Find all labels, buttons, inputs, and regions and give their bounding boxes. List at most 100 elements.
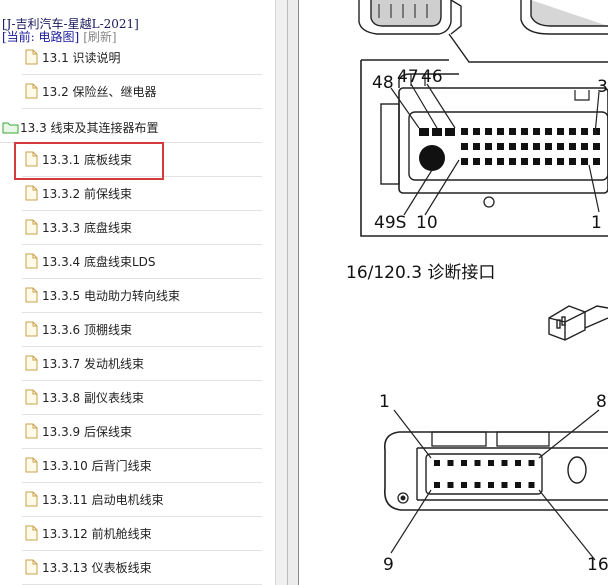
connector-pin xyxy=(509,158,516,165)
tree-doc-item[interactable]: 13.3.9 后保线束 xyxy=(22,415,262,449)
connector-pin xyxy=(521,143,528,150)
current-section: [当前: 电路图][刷新] xyxy=(2,28,117,45)
tree-item-label: 13.3.4 底盘线束LDS xyxy=(42,255,156,269)
connector-pin xyxy=(545,143,552,150)
connector-pin xyxy=(461,143,468,150)
document-icon xyxy=(25,151,38,171)
connector-pin xyxy=(461,128,468,135)
document-icon xyxy=(25,287,38,307)
tree-doc-item[interactable]: 13.3.1 底板线束 xyxy=(22,143,262,177)
connector-pin xyxy=(521,128,528,135)
tree-item-label: 13.3.11 启动电机线束 xyxy=(42,493,164,507)
pin-47 xyxy=(432,128,442,136)
sidebar-scrollbar[interactable] xyxy=(275,0,288,585)
tree-item-label: 13.3.5 电动助力转向线束 xyxy=(42,289,180,303)
tree-doc-item[interactable]: 13.3.11 启动电机线束 xyxy=(22,483,262,517)
pin-46 xyxy=(445,128,455,136)
label-pin-47: 47 xyxy=(397,67,419,87)
obd-pin xyxy=(488,482,494,488)
connector-pin xyxy=(557,128,564,135)
tree-doc-item[interactable]: 13.3.10 后背门线束 xyxy=(22,449,262,483)
obd-connector xyxy=(383,431,608,511)
tree-item-label: 13.3.10 后背门线束 xyxy=(42,459,152,473)
tree-doc-item[interactable]: 13.3.6 顶棚线束 xyxy=(22,313,262,347)
document-icon xyxy=(25,559,38,579)
connector-pin xyxy=(593,128,600,135)
pin-array xyxy=(461,128,600,165)
connector-pin xyxy=(497,143,504,150)
tree-doc-item[interactable]: 13.3.2 前保线束 xyxy=(22,177,262,211)
tree-doc-item[interactable]: 13.3.3 底盘线束 xyxy=(22,211,262,245)
label-obd-pin-9: 9 xyxy=(383,555,394,575)
tree-item-label: 13.3.9 后保线束 xyxy=(42,425,132,439)
connector-pin xyxy=(521,158,528,165)
document-icon xyxy=(25,49,38,69)
current-label: [当前: 电路图] xyxy=(2,30,80,44)
connector-pin xyxy=(485,158,492,165)
document-icon xyxy=(25,525,38,545)
label-pin-49s: 49S xyxy=(374,213,406,233)
tree-doc-item[interactable]: 13.3.7 发动机线束 xyxy=(22,347,262,381)
connector-pin xyxy=(545,128,552,135)
refresh-link[interactable]: [刷新] xyxy=(83,30,117,44)
connector-pin xyxy=(509,128,516,135)
tree-item-label: 13.3.3 底盘线束 xyxy=(42,221,132,235)
connector-pin xyxy=(509,143,516,150)
connector-pin xyxy=(485,143,492,150)
obd-pin xyxy=(488,460,494,466)
connector-pin xyxy=(581,128,588,135)
document-icon xyxy=(25,219,38,239)
connector-face xyxy=(380,73,608,208)
connector-pin xyxy=(497,158,504,165)
label-pin-48: 48 xyxy=(372,73,394,93)
tree-item-label: 13.3.13 仪表板线束 xyxy=(42,561,152,575)
obd-pin xyxy=(434,482,440,488)
connector-pin xyxy=(569,128,576,135)
tree-doc-item[interactable]: 13.3.8 副仪表线束 xyxy=(22,381,262,415)
tree-sidebar: [J-吉利汽车-星越L-2021] [当前: 电路图][刷新] 13.1 识读说… xyxy=(0,0,275,585)
obd-pin xyxy=(461,460,467,466)
obd-pin xyxy=(434,460,440,466)
obd-pin xyxy=(474,460,481,466)
tree-item-label: 13.3 线束及其连接器布置 xyxy=(20,121,159,135)
obd-pin-array xyxy=(434,460,535,488)
obd-pin xyxy=(515,482,521,488)
document-icon xyxy=(25,185,38,205)
obd-pin xyxy=(528,482,535,488)
label-obd-pin-8: 8 xyxy=(596,392,607,412)
tree-doc-item[interactable]: 13.2 保险丝、继电器 xyxy=(22,75,262,109)
tree-item-label: 13.1 识读说明 xyxy=(42,51,121,65)
connector-pin xyxy=(473,143,480,150)
obd-pin xyxy=(474,482,481,488)
label-pin-3: 3 xyxy=(597,77,608,97)
connector-pin xyxy=(533,128,540,135)
document-icon xyxy=(25,321,38,341)
tree-doc-item[interactable]: 13.3.4 底盘线束LDS xyxy=(22,245,262,279)
document-icon xyxy=(25,491,38,511)
obd-pin xyxy=(447,482,454,488)
label-pin-46: 46 xyxy=(421,67,443,87)
folder-open-icon xyxy=(2,119,19,138)
label-pin-1: 1 xyxy=(591,213,602,233)
tree-doc-item[interactable]: 13.1 识读说明 xyxy=(22,41,262,75)
tree-doc-item[interactable]: 13.3.12 前机舱线束 xyxy=(22,517,262,551)
document-icon xyxy=(25,83,38,103)
obd-pin xyxy=(501,460,508,466)
tree-folder-item[interactable]: 13.3 线束及其连接器布置 xyxy=(0,109,262,143)
pin-49s-large xyxy=(419,145,445,171)
connector-pin xyxy=(533,143,540,150)
connector-pin xyxy=(593,158,600,165)
tree-item-label: 13.3.8 副仪表线束 xyxy=(42,391,144,405)
connector-pin xyxy=(557,158,564,165)
label-obd-pin-1: 1 xyxy=(379,392,390,412)
connector-3d-left xyxy=(358,0,462,35)
detail-frame xyxy=(360,60,608,237)
tree-doc-item[interactable]: 13.3.13 仪表板线束 xyxy=(22,551,262,585)
connector-3d-right xyxy=(520,0,608,35)
vehicle-title: [J-吉利汽车-星越L-2021] xyxy=(2,17,139,31)
pane-splitter[interactable] xyxy=(287,0,299,585)
connector-pin xyxy=(461,158,468,165)
connector-pin xyxy=(485,128,492,135)
tree-doc-item[interactable]: 13.3.5 电动助力转向线束 xyxy=(22,279,262,313)
document-icon xyxy=(25,423,38,443)
